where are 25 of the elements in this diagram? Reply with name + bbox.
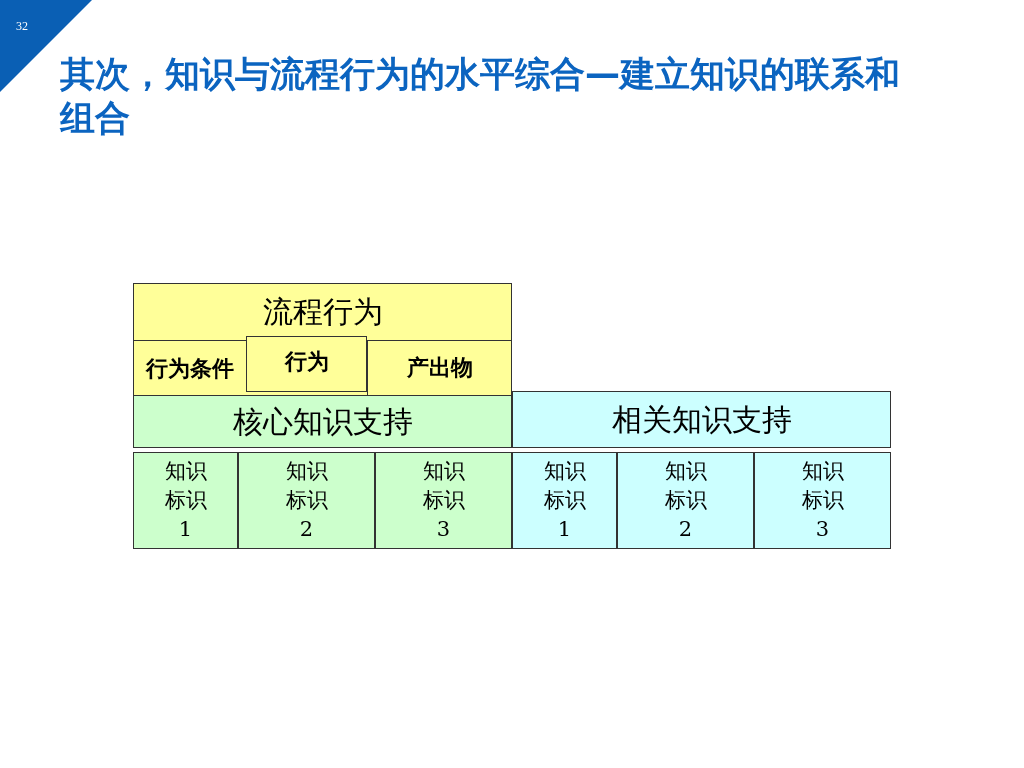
- box-label: 相关知识支持: [611, 400, 792, 438]
- box-label: 核心知识支持: [232, 402, 413, 440]
- table-cell: [238, 452, 375, 549]
- cell-text: 知识标识3: [421, 457, 466, 544]
- box-label: 产出物: [406, 353, 473, 382]
- sub-box: [367, 340, 512, 396]
- table-cell: [617, 452, 754, 549]
- group-box: [133, 283, 512, 396]
- box-label: 行为: [284, 347, 329, 376]
- table-cell: [512, 452, 617, 549]
- cell-text: 知识标识1: [542, 457, 587, 544]
- box-label: 流程行为: [262, 293, 383, 331]
- group-box: [512, 391, 891, 448]
- sub-box: [246, 336, 367, 392]
- group-box: [133, 395, 512, 448]
- cell-text: 知识标识2: [663, 457, 708, 544]
- slide-title: 其次，知识与流程行为的水平综合—建立知识的联系和组合: [60, 53, 901, 140]
- table-cell: [133, 452, 238, 549]
- table-cell: [375, 452, 512, 549]
- cell-text: 知识标识1: [163, 457, 208, 544]
- table-cell: [754, 452, 891, 549]
- box-label: 行为条件: [146, 353, 234, 383]
- cell-text: 知识标识2: [284, 457, 329, 544]
- page-number: 32: [16, 19, 28, 34]
- cell-text: 知识标识3: [800, 457, 845, 544]
